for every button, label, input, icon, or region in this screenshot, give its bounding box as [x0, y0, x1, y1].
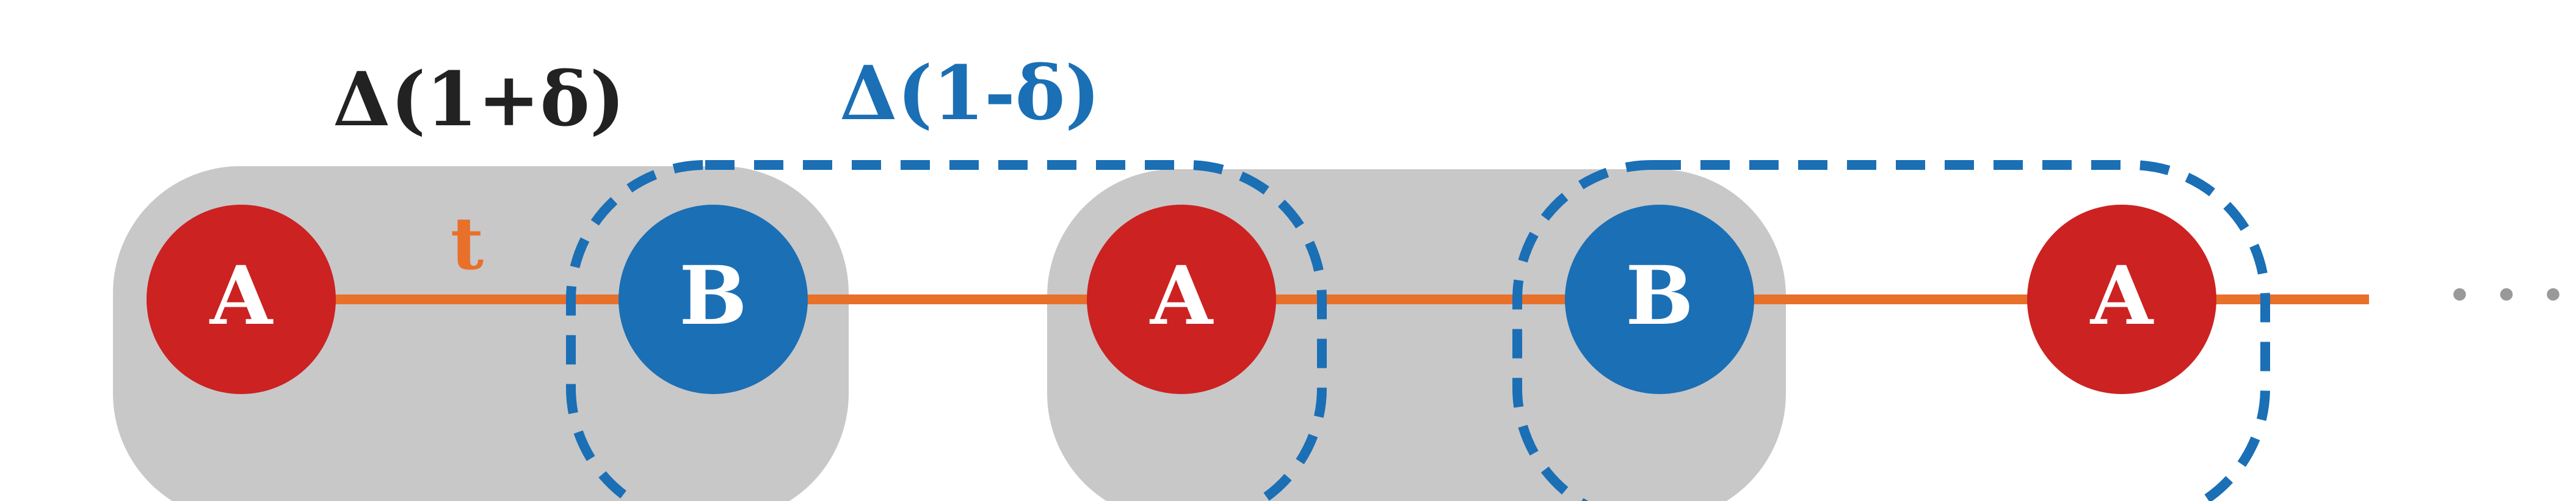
weak-dimer-outlines	[566, 160, 2270, 501]
site-b-2: B	[1565, 205, 1754, 394]
site-a-3: A	[2027, 205, 2216, 394]
hopping-label: t	[451, 201, 484, 286]
site-a-1-circle	[147, 205, 336, 394]
chain-sites: A B A B A	[147, 205, 2216, 394]
site-a-2-circle	[1087, 205, 1276, 394]
site-a-1: A	[147, 205, 336, 394]
site-b-2-label: B	[1625, 249, 1694, 343]
site-a-3-circle	[2027, 205, 2216, 394]
site-b-2-circle	[1565, 205, 1754, 394]
weak-dimer-2	[1512, 160, 2270, 501]
site-a-2: A	[1087, 205, 1276, 394]
site-a-2-label: A	[1149, 249, 1214, 343]
continuation-dots: · · ·	[2448, 255, 2564, 334]
site-a-1-label: A	[209, 249, 274, 343]
weak-bond-label: Δ(1-δ)	[840, 49, 1100, 137]
site-b-1-label: B	[679, 249, 747, 343]
strong-bond-label: Δ(1+δ)	[333, 55, 625, 143]
site-b-1-circle	[619, 205, 808, 394]
weak-dimer-1	[566, 160, 1327, 501]
site-a-3-label: A	[2089, 249, 2154, 343]
site-b-1: B	[619, 205, 808, 394]
